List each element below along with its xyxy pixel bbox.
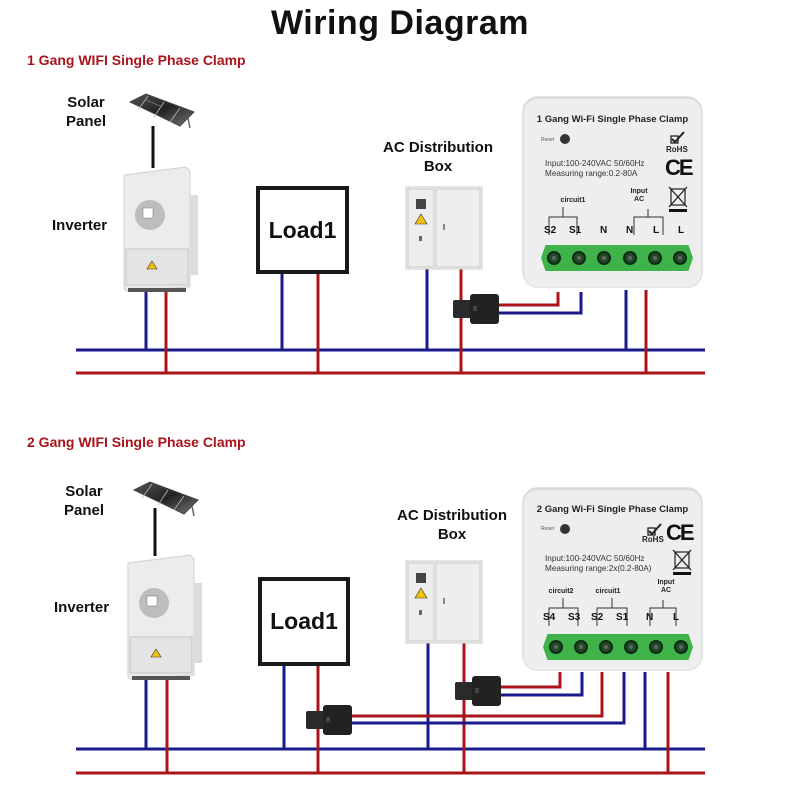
group-label-circuit1: circuit1 xyxy=(595,588,621,595)
terminal-label: S2 xyxy=(544,225,557,236)
terminal-label: L xyxy=(673,612,680,623)
section-title-1: 1 Gang WIFI Single Phase Clamp xyxy=(27,52,246,68)
ac-box-label-line2: Box xyxy=(423,158,453,175)
clamp-lead-blue-1 xyxy=(498,292,583,315)
distribution-box-icon xyxy=(405,560,483,644)
reset-button-1[interactable] xyxy=(560,134,570,144)
group-label-circuit1: circuit1 xyxy=(560,197,586,204)
terminal-screw[interactable] xyxy=(548,640,563,654)
load-box-1: Load1 xyxy=(256,186,349,274)
weee-bin-icon xyxy=(672,549,692,575)
terminal-screw[interactable] xyxy=(623,640,638,654)
range-spec-text: Measuring range:2x(0.2-80A) xyxy=(545,564,652,573)
terminal-screw[interactable] xyxy=(597,251,612,265)
terminal-screw[interactable] xyxy=(622,251,637,265)
current-clamp-1 xyxy=(453,294,499,324)
terminal-screw[interactable] xyxy=(573,640,588,654)
current-clamp-2b xyxy=(306,705,352,735)
clamp-device-2: 2 Gang Wi-Fi Single Phase Clamp Reset Ro… xyxy=(522,487,703,671)
rohs-label-1: RoHS xyxy=(666,145,688,154)
terminal-label: L xyxy=(678,225,685,236)
ac-box-label-line1: AC Distribution xyxy=(383,139,493,156)
ce-mark-2: CE xyxy=(666,520,695,545)
group-label-circuit2: circuit2 xyxy=(548,588,574,595)
load-label-2: Load1 xyxy=(270,608,338,634)
weee-bin-icon xyxy=(668,186,688,212)
group-label-ac: AC xyxy=(660,587,672,594)
group-label-ac: AC xyxy=(633,196,645,203)
terminal-label: S4 xyxy=(543,612,556,623)
group-label-input: Input xyxy=(657,579,675,586)
load-label-1: Load1 xyxy=(268,216,337,243)
terminal-screw[interactable] xyxy=(571,251,586,265)
terminal-label: N xyxy=(600,225,608,236)
terminal-label: N xyxy=(646,612,654,623)
inverter-label-1: Inverter xyxy=(52,217,108,234)
solar-panel-icon xyxy=(132,481,199,517)
solar-panel-icon xyxy=(128,93,195,129)
range-spec-text: Measuring range:0.2-80A xyxy=(545,169,638,178)
device-title-2: 2 Gang Wi-Fi Single Phase Clamp xyxy=(536,504,689,515)
terminal-screw[interactable] xyxy=(673,640,688,654)
terminal-screw[interactable] xyxy=(647,251,662,265)
terminal-screw[interactable] xyxy=(648,640,663,654)
clamp-device-1: 1 Gang Wi-Fi Single Phase Clamp Reset Ro… xyxy=(522,96,703,288)
group-label-input: Input xyxy=(630,188,648,195)
solar-panel-label-line2: Panel xyxy=(63,502,105,519)
ac-box-label-1: AC Distribution Box xyxy=(380,138,496,176)
distribution-box-icon xyxy=(405,186,483,270)
ce-mark-1: CE xyxy=(665,155,694,180)
terminal-label: S3 xyxy=(568,612,581,623)
inverter-icon xyxy=(127,554,202,680)
reset-label-2: Reset xyxy=(541,526,555,532)
solar-panel-label-line1: Solar xyxy=(65,483,103,500)
solar-panel-label-1: Solar Panel xyxy=(60,93,112,131)
input-spec-text: Input:100-240VAC 50/60Hz xyxy=(545,554,645,563)
ac-box-label-line1: AC Distribution xyxy=(397,507,507,524)
terminal-label: S1 xyxy=(616,612,629,623)
terminal-label: S1 xyxy=(569,225,582,236)
terminal-block-1 xyxy=(541,245,693,271)
device-title-1: 1 Gang Wi-Fi Single Phase Clamp xyxy=(536,114,689,125)
input-spec-1: Input:100-240VAC 50/60Hz Measuring range… xyxy=(545,159,645,179)
solar-panel-label-line2: Panel xyxy=(65,113,107,130)
inverter-label-2: Inverter xyxy=(54,599,110,616)
terminal-screw[interactable] xyxy=(598,640,613,654)
terminal-screw[interactable] xyxy=(546,251,561,265)
ac-box-label-2: AC Distribution Box xyxy=(390,506,514,544)
group-label-input-ac: Input AC xyxy=(654,579,678,595)
load-box-2: Load1 xyxy=(258,577,350,666)
current-clamp-2a xyxy=(455,676,501,706)
terminal-label: N xyxy=(626,225,634,236)
reset-label-1: Reset xyxy=(541,137,555,143)
clampB-lead-red-2 xyxy=(352,672,604,718)
inverter-icon xyxy=(123,166,198,292)
input-spec-2: Input:100-240VAC 50/60Hz Measuring range… xyxy=(545,554,652,574)
rohs-check-icon xyxy=(647,523,662,536)
reset-button-2[interactable] xyxy=(560,524,570,534)
clampB-lead-blue-2 xyxy=(352,672,626,725)
diagram-title: Wiring Diagram xyxy=(271,4,529,42)
rohs-label-2: RoHS xyxy=(642,535,664,544)
solar-panel-label-2: Solar Panel xyxy=(58,482,110,520)
group-label-input-ac: Input AC xyxy=(627,188,651,204)
input-spec-text: Input:100-240VAC 50/60Hz xyxy=(545,159,645,168)
terminal-label: L xyxy=(653,225,660,236)
terminal-screw[interactable] xyxy=(673,251,688,265)
terminal-label: S2 xyxy=(591,612,604,623)
terminal-block-2 xyxy=(543,634,693,660)
section-title-2: 2 Gang WIFI Single Phase Clamp xyxy=(27,434,246,450)
clamp-lead-red-1 xyxy=(498,292,560,307)
solar-panel-label-line1: Solar xyxy=(67,94,105,111)
clampA-lead-red-2 xyxy=(500,672,562,689)
clampA-lead-blue-2 xyxy=(500,672,584,697)
ac-box-label-line2: Box xyxy=(437,526,467,543)
rohs-check-icon xyxy=(670,131,685,144)
